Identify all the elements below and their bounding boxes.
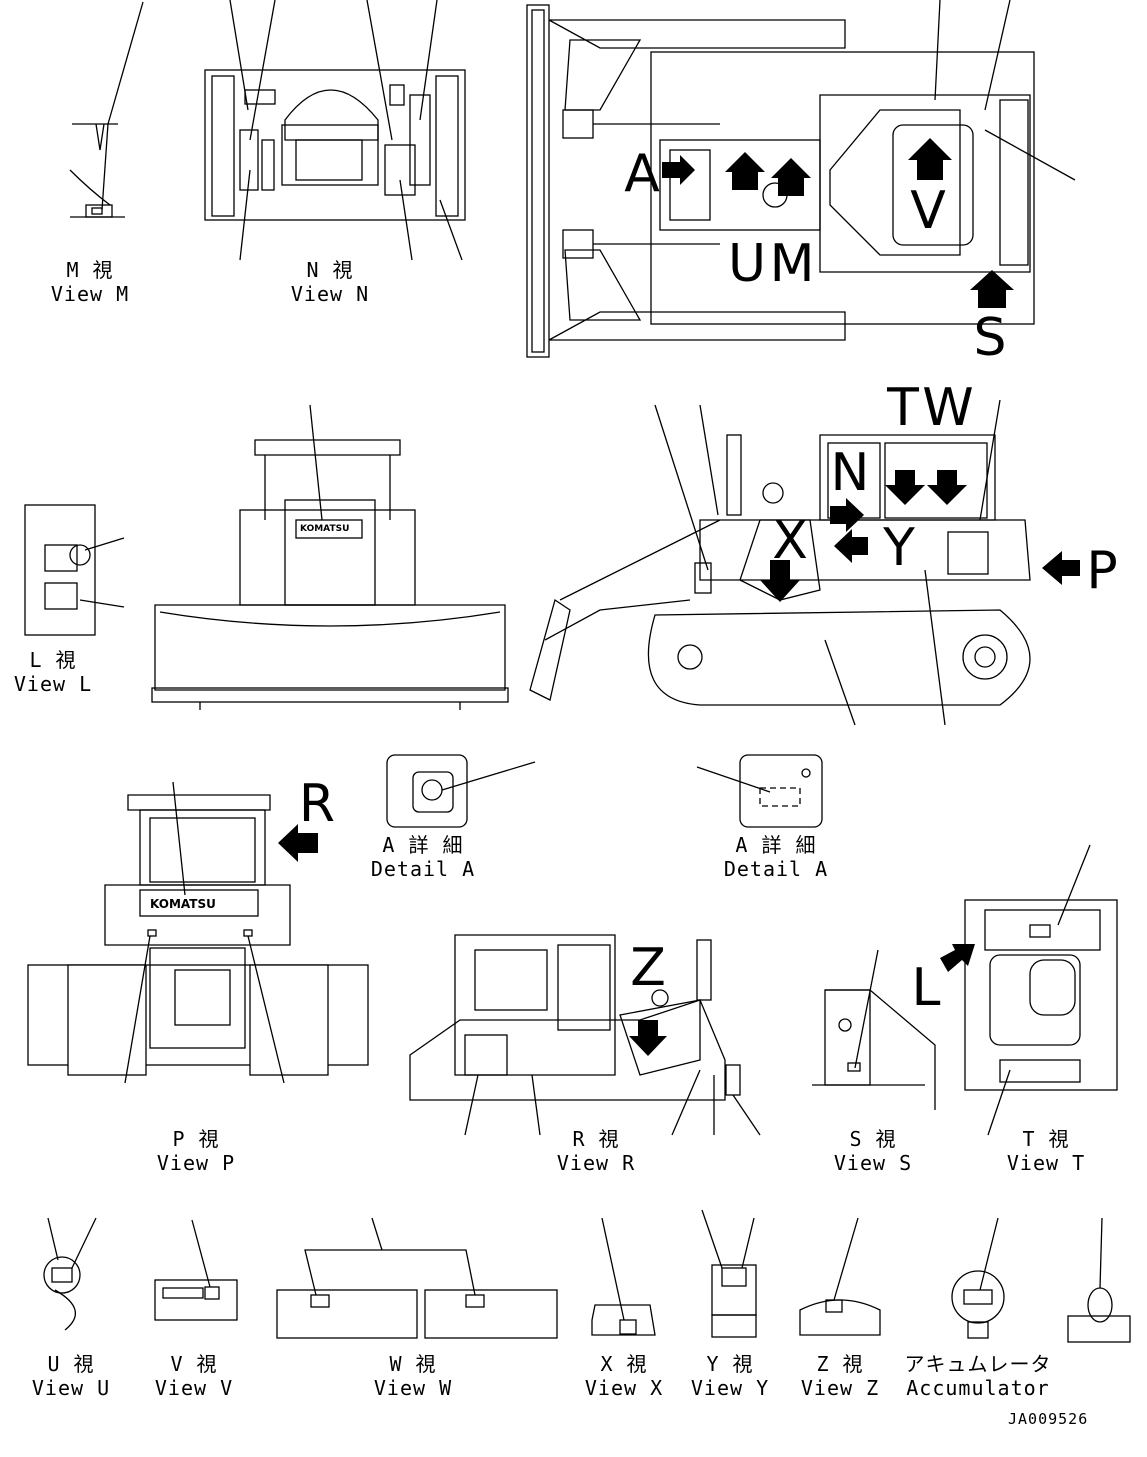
brand-logo-rear: KOMATSU	[150, 897, 216, 911]
view-p-drawing	[27, 781, 369, 1084]
view-s-drawing	[812, 949, 936, 1110]
letter-v: V	[910, 181, 946, 241]
view-r-arrow	[629, 1020, 667, 1056]
detail-a-2-drawing	[696, 754, 823, 828]
view-p-arrow	[278, 824, 318, 862]
drawing-number: JA009526	[1008, 1410, 1089, 1428]
letter-m: M	[769, 234, 815, 294]
accumulator-drawing	[951, 1217, 1131, 1343]
letter-u: U	[727, 234, 767, 294]
view-r-drawing	[409, 934, 761, 1136]
side-view-arrows	[760, 470, 1080, 602]
front-view-drawing	[151, 404, 509, 710]
letter-t: T	[887, 378, 919, 438]
letter-p: P	[1086, 541, 1118, 601]
view-x-drawing	[591, 1217, 656, 1336]
detail-a-1-drawing	[386, 754, 536, 828]
letter-s: S	[973, 308, 1007, 368]
view-n-drawing	[204, 0, 466, 261]
brand-logo-front: KOMATSU	[300, 524, 350, 534]
view-l-drawing	[24, 504, 125, 636]
letter-z: Z	[630, 938, 666, 998]
side-view-drawing	[529, 399, 1031, 726]
view-m-drawing	[69, 1, 144, 218]
view-z-drawing	[799, 1217, 881, 1336]
view-y-drawing	[701, 1209, 757, 1338]
letter-a: A	[624, 144, 660, 204]
view-u-drawing	[43, 1217, 97, 1331]
top-view-arrows	[662, 138, 1014, 308]
letter-r: R	[298, 774, 336, 834]
letter-w: W	[922, 378, 974, 438]
letter-l: L	[911, 958, 941, 1018]
letter-x: X	[772, 511, 808, 571]
letter-n: N	[830, 443, 870, 503]
view-t-arrow	[940, 944, 975, 972]
view-t-drawing	[964, 844, 1118, 1136]
view-w-drawing	[276, 1217, 558, 1339]
letter-y: Y	[883, 518, 915, 578]
view-v-drawing	[154, 1219, 238, 1321]
